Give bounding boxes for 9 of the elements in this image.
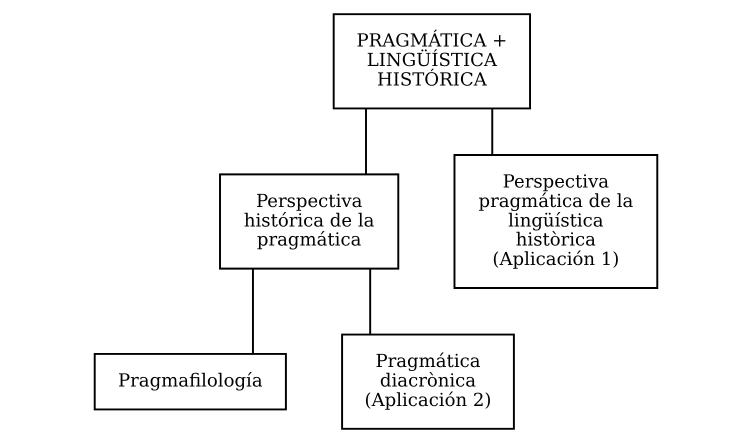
- node-box: Pragmática diacrònica (Aplicación 2): [340, 333, 514, 430]
- node-box: Perspectiva histórica de la pragmática: [218, 172, 399, 270]
- connector: [364, 108, 366, 174]
- node-box: Pragmafilología: [93, 352, 286, 410]
- connector: [490, 108, 493, 154]
- connector: [368, 268, 371, 334]
- node-box: Perspectiva pragmática de la lingüística històrica (Aplicación 1): [453, 154, 658, 288]
- node-box: PRAGMÁTICA + LINGÜÍSTICA HISTÓRICA: [332, 12, 531, 109]
- connector: [251, 268, 254, 354]
